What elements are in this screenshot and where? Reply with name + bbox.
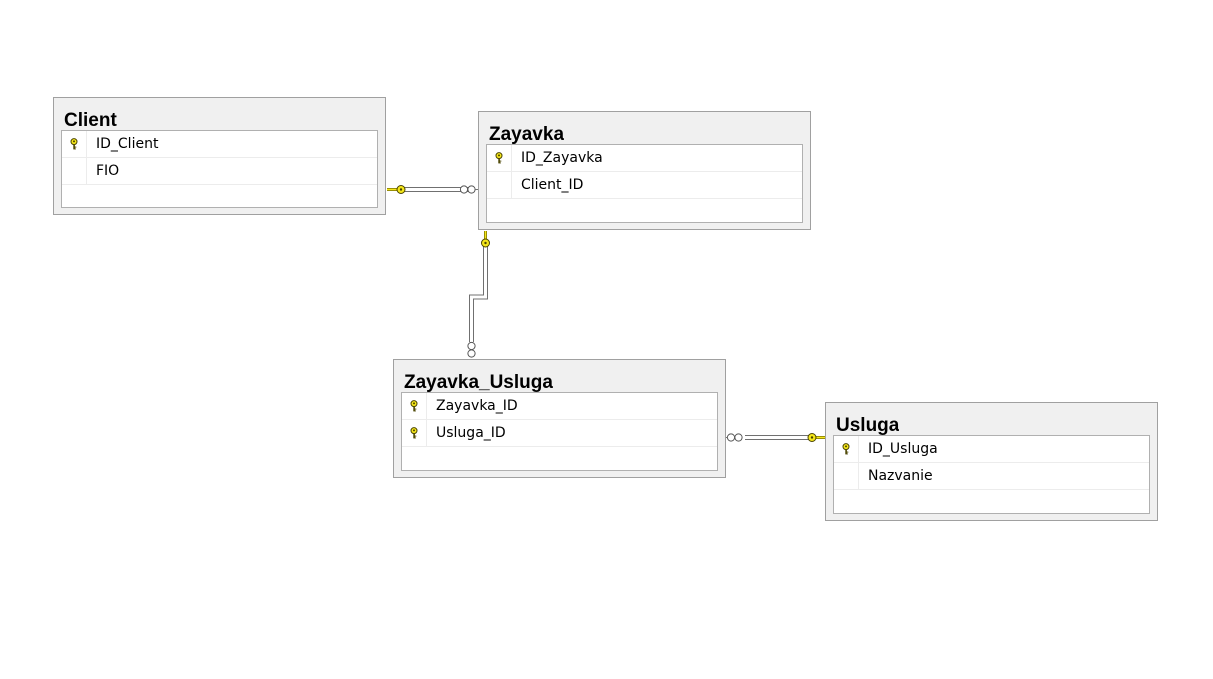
- column-name: ID_Client: [96, 136, 159, 152]
- column-grid: ID_Usluga Nazvanie: [833, 435, 1150, 514]
- infinity-end-icon: [459, 185, 479, 194]
- table-usluga[interactable]: Usluga ID_Usluga Nazvanie: [825, 402, 1158, 521]
- column-name: FIO: [96, 163, 120, 179]
- primary-key-icon: [402, 393, 427, 419]
- column-grid: ID_Client FIO: [61, 130, 378, 208]
- table-title: Zayavka: [489, 124, 565, 144]
- primary-key-icon: [487, 145, 512, 171]
- relationship-client-zayavka[interactable]: [400, 187, 470, 192]
- column-name: Nazvanie: [868, 468, 933, 484]
- table-zayavka-usluga[interactable]: Zayavka_Usluga Zayavka_ID Usluga_ID: [393, 359, 726, 478]
- relationship-zayavka-zayavkausluga[interactable]: [469, 242, 488, 342]
- column-name: Client_ID: [521, 177, 584, 193]
- column-grid: ID_Zayavka Client_ID: [486, 144, 803, 223]
- column-row[interactable]: Usluga_ID: [402, 420, 717, 447]
- table-zayavka[interactable]: Zayavka ID_Zayavka Client_ID: [478, 111, 811, 230]
- column-name: Zayavka_ID: [436, 398, 518, 414]
- table-title: Usluga: [836, 415, 900, 435]
- column-row[interactable]: ID_Usluga: [834, 436, 1149, 463]
- table-title: Client: [64, 110, 117, 130]
- row-selector: [487, 172, 512, 198]
- infinity-end-icon: [726, 433, 743, 442]
- relationship-zayavkausluga-usluga[interactable]: [745, 435, 812, 440]
- table-client[interactable]: Client ID_Client FIO: [53, 97, 386, 215]
- column-row[interactable]: FIO: [62, 158, 377, 185]
- column-name: ID_Usluga: [868, 441, 938, 457]
- column-name: ID_Zayavka: [521, 150, 603, 166]
- primary-key-icon: [402, 420, 427, 446]
- column-name: Usluga_ID: [436, 425, 506, 441]
- pk-end-icon: [481, 231, 490, 248]
- column-row[interactable]: Client_ID: [487, 172, 802, 199]
- primary-key-icon: [834, 436, 859, 462]
- row-selector: [834, 463, 859, 489]
- table-title: Zayavka_Usluga: [404, 372, 553, 392]
- column-row[interactable]: ID_Client: [62, 131, 377, 158]
- column-row[interactable]: ID_Zayavka: [487, 145, 802, 172]
- column-row[interactable]: Zayavka_ID: [402, 393, 717, 420]
- primary-key-icon: [62, 131, 87, 157]
- column-row[interactable]: Nazvanie: [834, 463, 1149, 490]
- row-selector: [62, 158, 87, 184]
- pk-end-icon: [387, 185, 406, 194]
- infinity-end-icon: [467, 341, 476, 358]
- pk-end-icon: [807, 433, 825, 442]
- column-grid: Zayavka_ID Usluga_ID: [401, 392, 718, 471]
